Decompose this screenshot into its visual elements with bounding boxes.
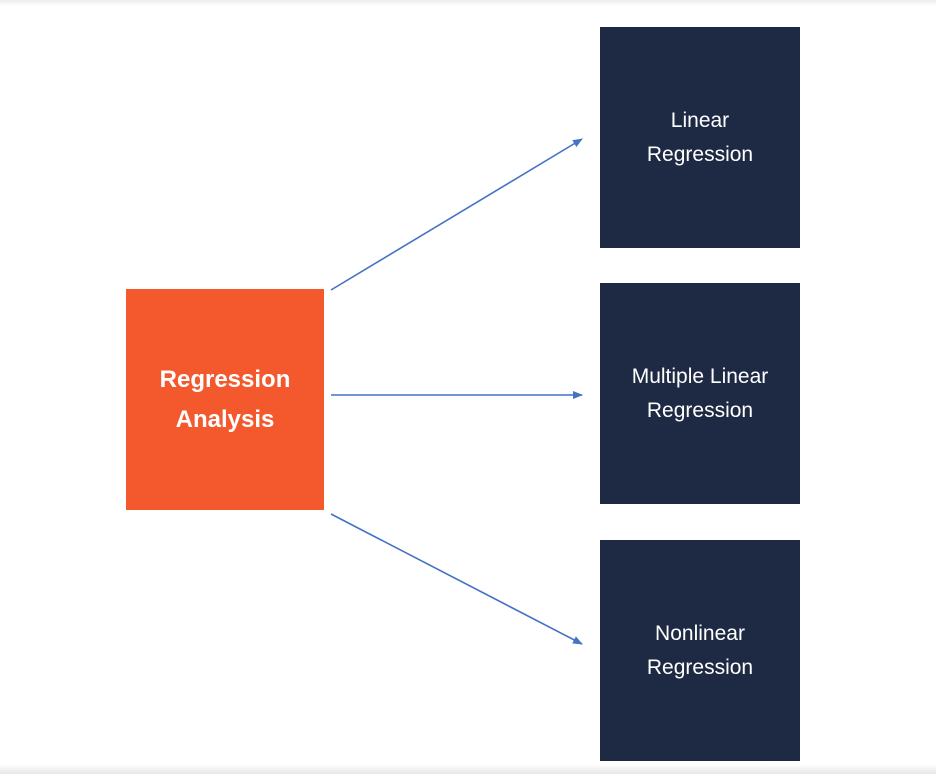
multiple-linear-regression-box: Multiple Linear Regression xyxy=(600,283,800,504)
bottom-edge xyxy=(0,764,936,774)
regression-analysis-label: Regression Analysis xyxy=(159,365,291,433)
nonlinear-regression-label: Nonlinear Regression xyxy=(646,621,754,679)
regression-analysis-box: Regression Analysis xyxy=(126,289,324,510)
top-edge xyxy=(0,0,936,6)
nonlinear-regression-box: Nonlinear Regression xyxy=(600,540,800,761)
arrow-to-linear-regression xyxy=(330,138,583,291)
linear-regression-box: Linear Regression xyxy=(600,27,800,248)
multiple-linear-regression-label: Multiple Linear Regression xyxy=(631,364,769,422)
arrow-to-nonlinear-regression xyxy=(330,513,583,645)
linear-regression-label: Linear Regression xyxy=(646,108,754,166)
